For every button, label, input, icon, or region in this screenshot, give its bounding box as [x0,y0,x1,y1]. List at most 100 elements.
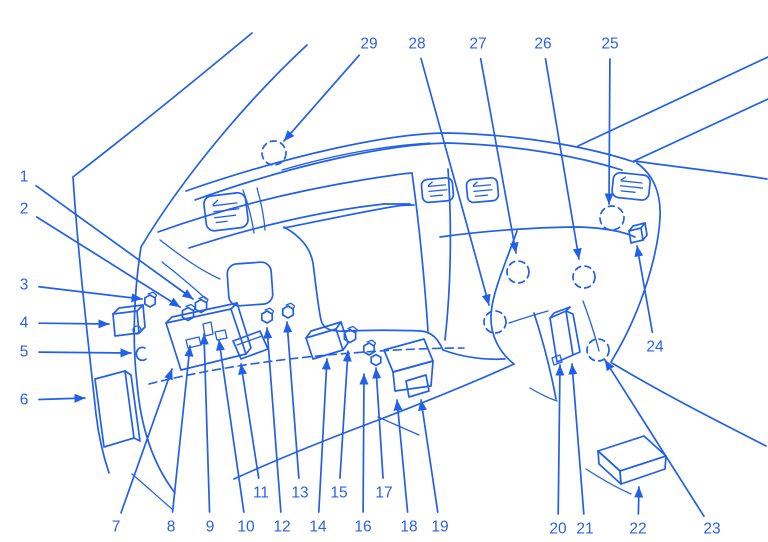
leader-line-20 [555,364,565,515]
callout-23: 23 [703,521,720,538]
leader-line-25 [604,58,614,205]
leader-line-29 [283,54,360,142]
air-vent-center-left [420,176,455,204]
leader-line-23 [604,359,705,518]
switch-box-24 [628,222,648,244]
callout-29: 29 [360,36,377,53]
callout-10: 10 [237,519,255,536]
location-circles [261,140,625,362]
ecu-box-22 [597,435,667,485]
mounting-nuts [143,291,382,367]
callout-8: 8 [167,519,176,536]
nut-3 [143,291,158,308]
nut-1 [194,295,209,314]
leader-line-11 [238,363,260,480]
callout-14: 14 [309,519,327,536]
leader-line-16 [359,373,369,513]
leader-line-5 [38,348,132,358]
leader-line-13 [283,321,300,479]
callout-9: 9 [206,519,215,536]
leader-line-3 [38,285,143,303]
fuse-slot-10 [214,329,228,341]
leader-line-12 [263,327,282,513]
callout-7: 7 [112,519,121,536]
control-module-14 [305,321,349,360]
control-module-18 [383,338,434,398]
leader-line-4 [38,319,110,329]
callout-19: 19 [431,519,448,536]
passenger-dash-console-lines [233,226,636,480]
leader-line-9 [199,333,211,513]
nut-12 [260,307,275,324]
leader-line-21 [568,363,585,515]
air-vent-right [611,171,651,201]
callout-4: 4 [20,315,29,332]
dashboard-right-end [610,162,661,363]
kick-panel-left-6 [94,370,141,448]
dashboard-top-edge [185,132,635,201]
callout-17: 17 [375,485,392,502]
location-circle-23 [586,338,610,362]
clip-ring-5 [135,346,147,362]
leader-line-19 [418,399,439,514]
air-vent-center-right [465,176,500,204]
connector-19 [405,374,430,398]
callout-6: 6 [20,392,29,409]
leader-line-7 [120,368,173,514]
callout-16: 16 [354,519,371,536]
nut-17 [370,353,382,367]
callout-5: 5 [20,344,29,361]
a-pillar-left-lines [72,32,308,494]
leader-line-14 [317,358,331,513]
leader-line-15 [339,350,352,479]
callout-21: 21 [576,521,593,538]
callout-1: 1 [20,169,29,186]
leader-line-27 [479,57,519,254]
callout-13: 13 [291,485,308,502]
knee-panel-blank [226,261,274,307]
location-circle-27 [506,260,530,284]
leader-line-1 [35,184,194,300]
floor-sill-lines [131,362,767,510]
fuse-panel [165,302,252,371]
callout-18: 18 [400,519,417,536]
leader-lines [35,54,705,518]
callout-15: 15 [330,485,347,502]
leader-line-24 [634,245,654,334]
leader-line-28 [420,57,491,306]
callout-26: 26 [534,36,551,53]
leader-line-22 [634,486,644,515]
steering-column-opening [283,226,506,361]
callout-25: 25 [601,36,618,53]
leader-line-26 [544,57,582,260]
nut-13 [281,302,296,319]
location-circle-28 [483,310,507,334]
leader-line-10 [216,339,245,514]
location-circle-25 [599,205,625,231]
air-vent-left [203,191,249,232]
callout-24: 24 [646,339,664,356]
control-module-20 [549,306,581,366]
callout-28: 28 [408,36,425,53]
callout-22: 22 [629,521,646,538]
callout-20: 20 [549,521,567,538]
leader-line-2 [35,216,181,308]
callout-12: 12 [273,519,290,536]
fuse-slot-9 [202,321,214,337]
location-circle-29 [261,140,287,166]
callout-27: 27 [469,36,486,53]
leader-line-18 [393,399,409,513]
callout-3: 3 [20,277,29,294]
callout-2: 2 [20,201,29,218]
callout-11: 11 [253,485,269,502]
leader-line-17 [372,367,384,479]
center-stack-lines [411,168,452,341]
leader-line-8 [171,345,194,513]
a-pillar-right-lines [577,56,768,180]
location-circle-26 [572,265,596,289]
nut-16 [362,339,377,356]
fuse-slot-8 [185,336,202,349]
leader-line-6 [38,393,86,403]
